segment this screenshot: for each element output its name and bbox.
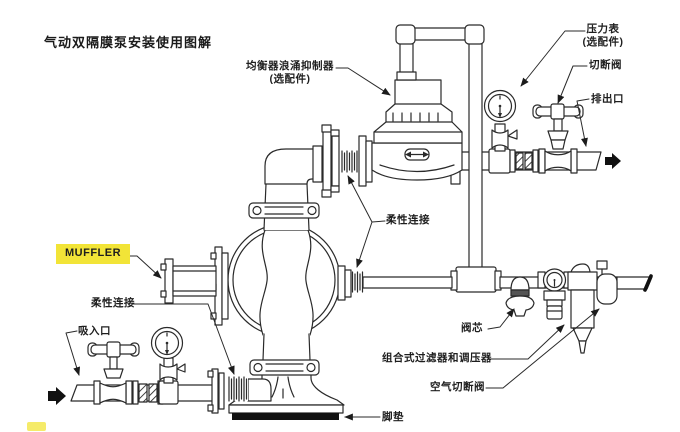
label-filter-regulator: 组合式过滤器和调压器	[382, 352, 492, 364]
discharge-instruments	[483, 89, 584, 174]
label-air-shutoff-valve: 空气切断阀	[430, 381, 485, 393]
label-flexible-connection-upper: 柔性连接	[386, 214, 430, 226]
label-suction-inlet: 吸入口	[78, 325, 111, 337]
foot-pad-bar	[232, 413, 339, 420]
label-shutoff-valve: 切断阀	[589, 59, 622, 71]
highlight-smudge	[27, 422, 46, 431]
label-surge-suppressor: 均衡器浪涌抑制器 (选配件)	[245, 60, 335, 86]
surge-suppressor	[358, 41, 463, 187]
suction-pipe	[70, 326, 225, 414]
pump-body	[210, 145, 352, 376]
page-title: 气动双隔膜泵安装使用图解	[44, 35, 213, 50]
valve-core-part	[505, 276, 535, 317]
label-foot-pad: 脚垫	[382, 411, 404, 423]
label-flexible-connection-lower: 柔性连接	[91, 297, 135, 309]
label-valve-core: 阀芯	[461, 322, 483, 334]
discharge-flange	[321, 124, 340, 198]
filter-regulator-unit	[537, 263, 598, 354]
label-pressure-gauge-line2: (选配件)	[582, 36, 624, 48]
label-discharge-port: 排出口	[591, 93, 624, 105]
label-muffler: MUFFLER	[56, 244, 131, 264]
flow-arrows	[48, 153, 621, 405]
outlet-flow-arrow	[605, 153, 621, 169]
inlet-flow-arrow	[48, 387, 66, 405]
suction-flexible-coupling	[228, 376, 248, 402]
label-surge-suppressor-line1: 均衡器浪涌抑制器	[246, 60, 334, 72]
label-surge-suppressor-line2: (选配件)	[269, 73, 311, 85]
label-pressure-gauge: 压力表 (选配件)	[577, 23, 629, 49]
discharge-flexible-coupling	[341, 150, 361, 173]
leader-lines	[65, 30, 600, 421]
pump-base	[228, 373, 345, 420]
muffler-part	[160, 258, 217, 304]
label-pressure-gauge-line1: 压力表	[586, 23, 620, 35]
air-shutoff-valve-part	[596, 260, 618, 305]
